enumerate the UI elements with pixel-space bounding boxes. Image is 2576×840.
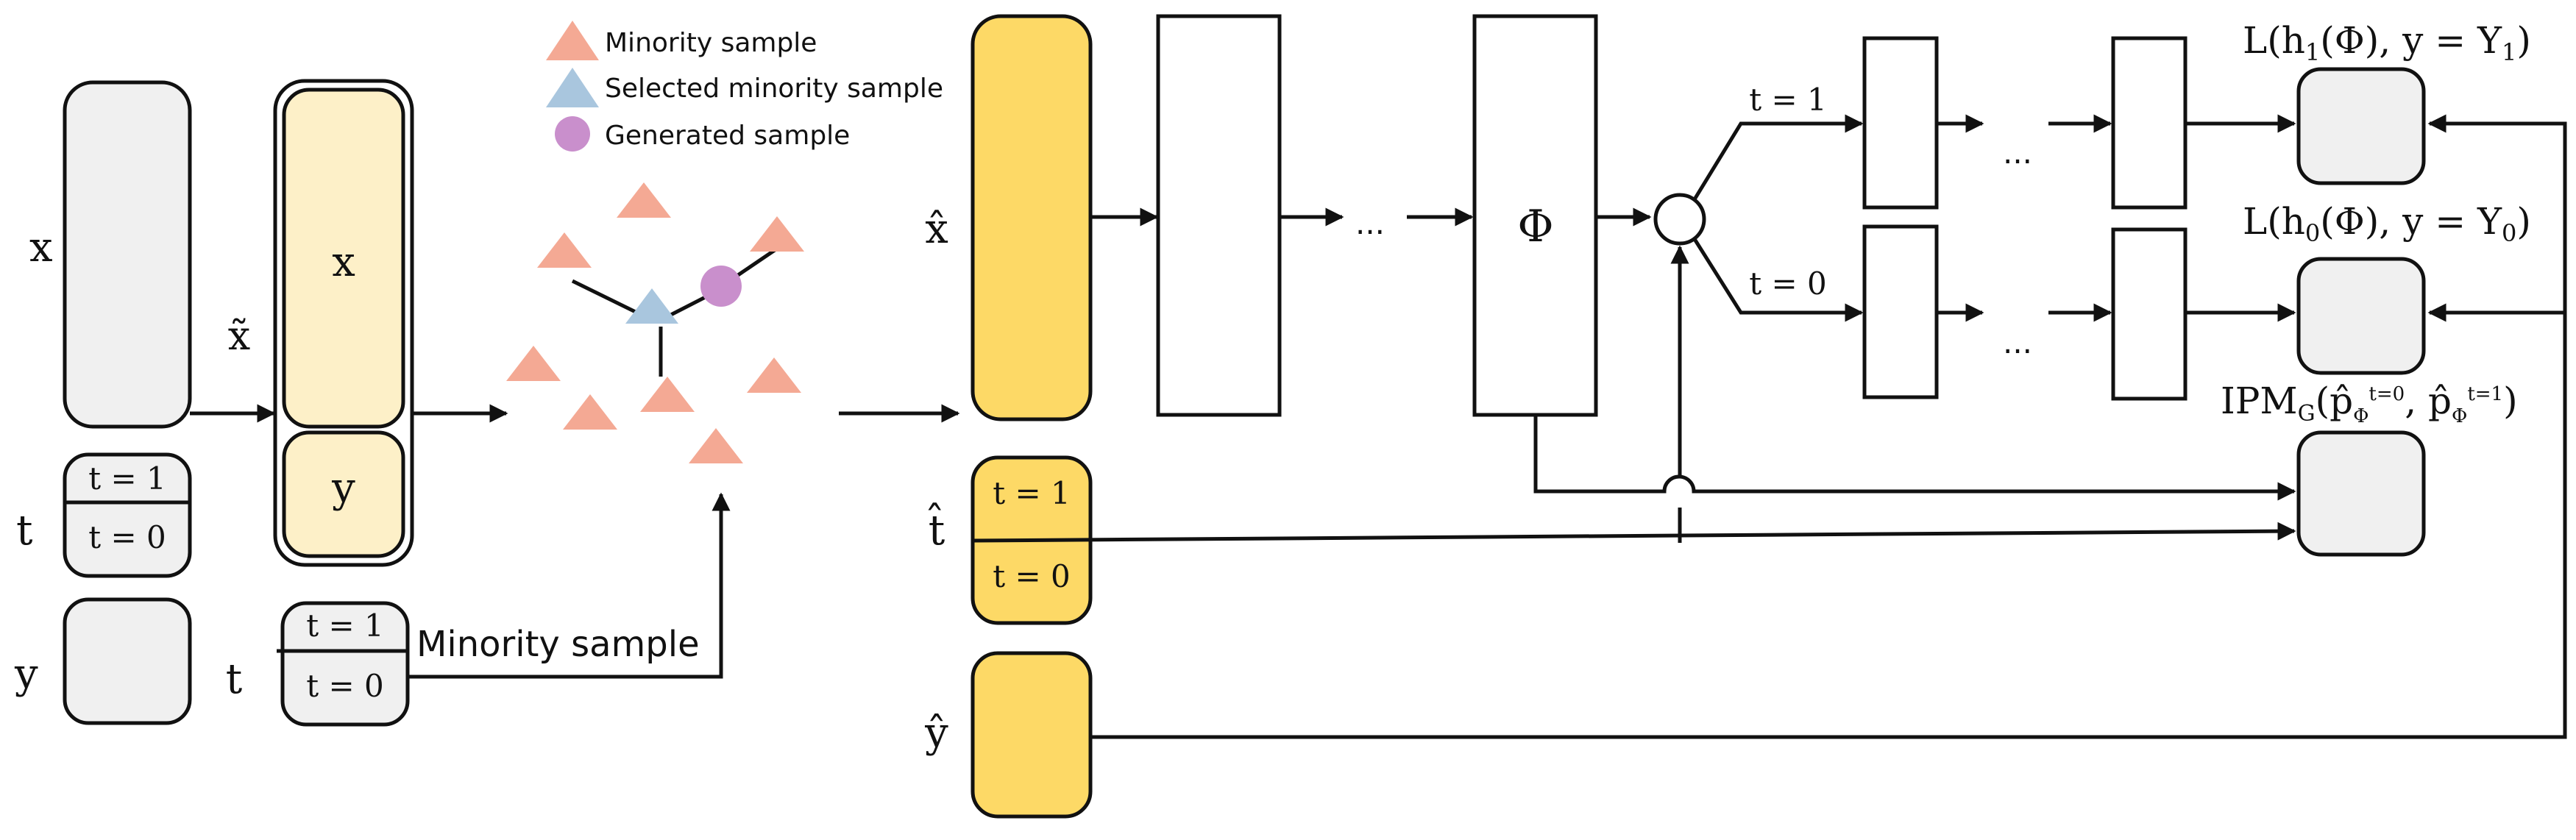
xhat-input-box (971, 14, 1093, 421)
cluster-edge-upper-right (737, 246, 778, 277)
legend-minority-label: Minority sample (605, 28, 817, 58)
head-t0-layer-1 (1862, 224, 1939, 399)
minority-triangle-icon (506, 346, 561, 381)
ipm-label: IPMG(p̂Φt=0, p̂Φt=1) (2221, 380, 2518, 427)
arrow-that-to-ipm (972, 522, 2296, 543)
augmented-t-label: t (226, 655, 243, 703)
loss0-label: L(h0(Φ), y = Y0) (2243, 200, 2531, 247)
arrow-yhat-to-loss1 (1090, 114, 2567, 739)
head-t1-layer-2 (2111, 36, 2188, 210)
y-input-box (63, 597, 192, 725)
minority-sample-label: Minority sample (416, 624, 700, 665)
that-t1: t = 1 (993, 475, 1071, 511)
yhat-input-box (971, 651, 1093, 819)
xhat-label: x̂ (925, 205, 948, 253)
augmented-y-text: y (331, 464, 355, 512)
t-input-t0: t = 0 (88, 519, 166, 555)
x-input-box (63, 80, 192, 429)
split-node (1653, 193, 1706, 246)
legend-blue-triangle-icon (546, 68, 599, 107)
loss1-box (2296, 67, 2426, 185)
ipm-box (2296, 430, 2426, 557)
t-input-t1: t = 1 (88, 460, 166, 496)
legend-generated-label: Generated sample (605, 121, 850, 151)
y-label: y (14, 650, 38, 698)
head-t1-ellipsis: ... (2003, 135, 2032, 171)
minority-triangle-icon (640, 377, 695, 412)
x-label: x (29, 224, 53, 271)
minority-triangle-icon (750, 216, 804, 252)
that-label: t̂ (928, 502, 945, 555)
legend-purple-circle-icon (555, 116, 590, 152)
xtilde-label: x̃ (228, 313, 250, 359)
generated-sample-circle-icon (700, 266, 742, 307)
augmented-y-box (282, 430, 405, 558)
minority-triangle-icon (537, 232, 592, 268)
head-t1-layer-1 (1862, 36, 1939, 210)
encoder-layer-1 (1156, 14, 1282, 417)
t-input-box (63, 452, 192, 578)
head-t0-layer-2 (2111, 227, 2188, 401)
minority-triangle-icon (689, 428, 743, 463)
arrow-phi-to-ipm (1533, 415, 2296, 501)
augmented-x-text: x (332, 238, 355, 286)
minority-triangle-icon (563, 394, 617, 430)
augmented-x-box (282, 88, 405, 429)
t-label: t (16, 507, 33, 555)
branch-t1-label: t = 1 (1749, 82, 1827, 118)
branch-t1-arrow (1692, 114, 1864, 201)
phi-label: Φ (1517, 201, 1553, 252)
head-t0-ellipsis: ... (2003, 324, 2032, 360)
that-t0: t = 0 (993, 558, 1071, 594)
arrow-minority-to-cluster (408, 492, 731, 679)
branch-t0-arrow (1692, 238, 1864, 322)
branch-t0-label: t = 0 (1749, 266, 1827, 302)
sample-cluster (506, 182, 804, 463)
augmented-t-box (280, 601, 410, 727)
legend-pink-triangle-icon (546, 21, 599, 60)
minority-triangle-icon (617, 182, 671, 218)
encoder-ellipsis: ... (1355, 205, 1385, 241)
yhat-label: ŷ (924, 709, 948, 757)
loss1-label: L(h1(Φ), y = Y1) (2243, 19, 2531, 66)
augmented-t1: t = 1 (306, 608, 384, 644)
augmented-t0: t = 0 (306, 668, 384, 704)
legend-selected-label: Selected minority sample (605, 74, 943, 104)
loss0-box (2296, 257, 2426, 375)
selected-minority-triangle-icon (625, 288, 678, 324)
minority-triangle-icon (747, 357, 801, 393)
